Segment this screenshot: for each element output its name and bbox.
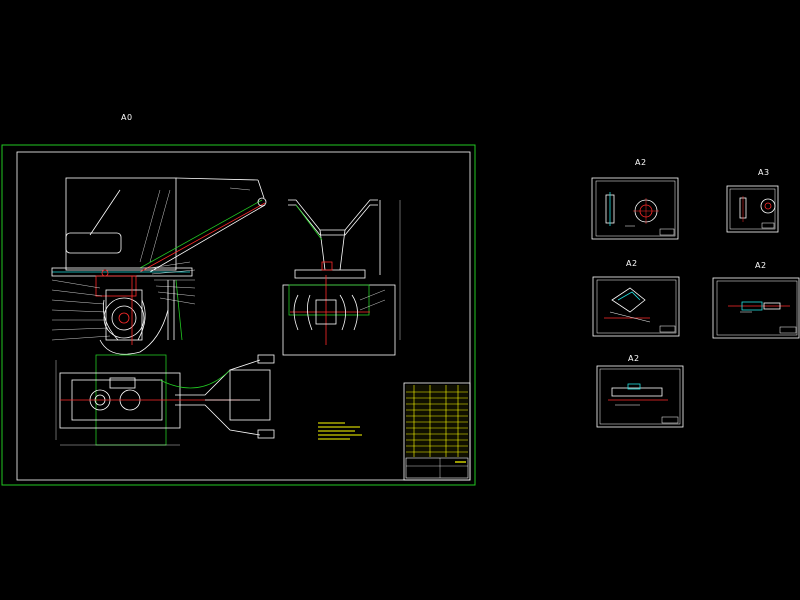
sheet-label-a0: A0 xyxy=(121,113,133,122)
sheet-a2-3[interactable] xyxy=(712,277,800,339)
sheet-a2-2[interactable] xyxy=(592,276,680,337)
sheet-label-a2-3: A2 xyxy=(755,261,767,270)
sheet-label-a3: A3 xyxy=(758,168,770,177)
a0-outer-frame xyxy=(1,144,476,486)
a0-inner-frame xyxy=(16,151,471,481)
sheet-label-a2-4: A2 xyxy=(628,354,640,363)
plan-view-assembly xyxy=(55,354,275,446)
sheet-a2-1[interactable] xyxy=(591,177,679,240)
sheet-label-a2-2: A2 xyxy=(626,259,638,268)
sheet-a3[interactable] xyxy=(726,185,779,233)
title-block xyxy=(403,382,471,481)
sheet-label-a2-1: A2 xyxy=(635,158,647,167)
sheet-a0[interactable] xyxy=(1,144,476,486)
front-view-assembly xyxy=(282,199,401,356)
sheet-a2-4[interactable] xyxy=(596,365,684,428)
side-view-assembly xyxy=(51,177,267,355)
technical-notes xyxy=(318,422,362,440)
